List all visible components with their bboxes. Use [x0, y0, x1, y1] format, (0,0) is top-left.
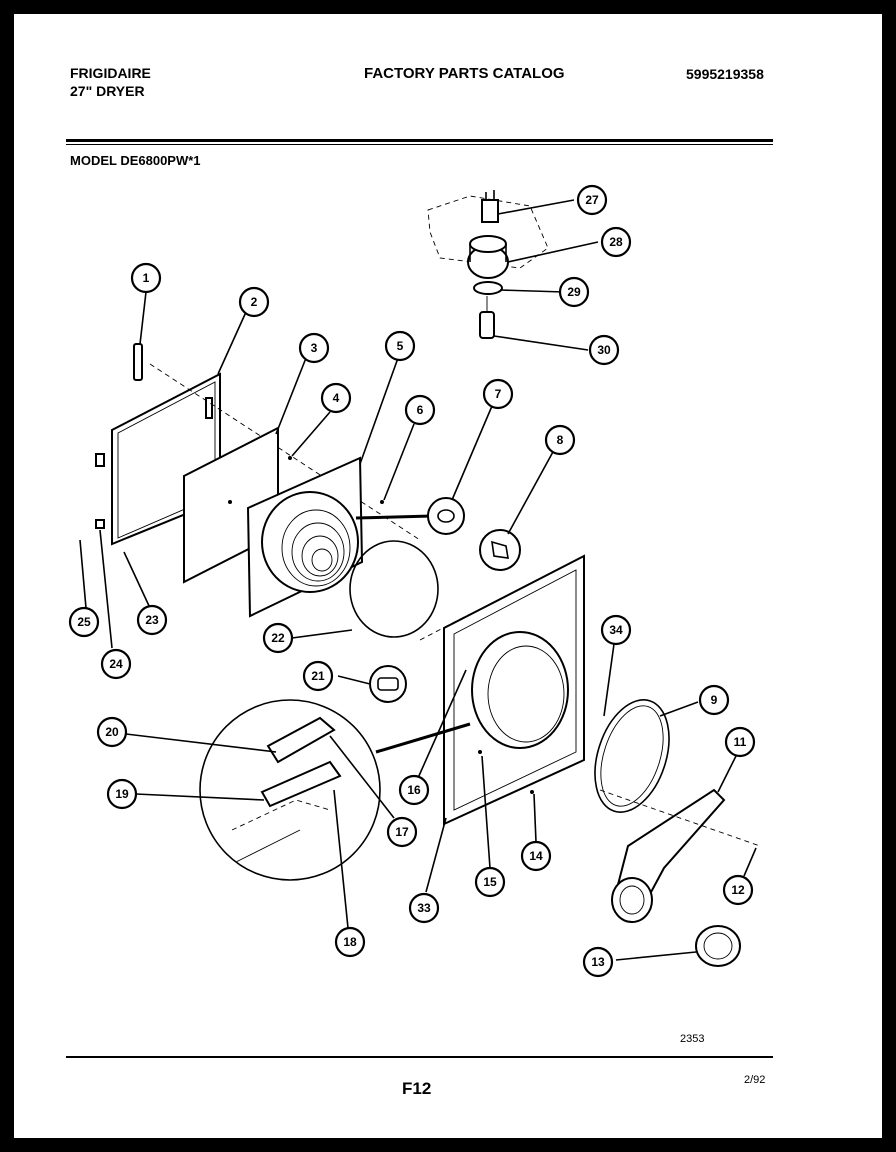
header-rule-thin — [66, 144, 773, 145]
callout-9: 9 — [698, 684, 730, 716]
callout-23: 23 — [136, 604, 168, 636]
svg-text:21: 21 — [311, 669, 325, 683]
callout-29: 29 — [558, 276, 590, 308]
svg-text:34: 34 — [609, 623, 623, 637]
svg-text:33: 33 — [417, 901, 431, 915]
footer-rule — [66, 1056, 773, 1058]
callout-28: 28 — [600, 226, 632, 258]
callout-16: 16 — [398, 774, 430, 806]
svg-text:22: 22 — [271, 631, 285, 645]
front-panel-drawing — [375, 554, 585, 826]
door-seal-drawing — [594, 699, 670, 813]
product-name: 27" DRYER — [70, 83, 145, 99]
callout-25: 25 — [68, 606, 100, 638]
catalog-sheet: FRIGIDAIRE 27" DRYER FACTORY PARTS CATAL… — [14, 14, 882, 1138]
catalog-title: FACTORY PARTS CATALOG — [364, 65, 565, 82]
svg-text:30: 30 — [597, 343, 611, 357]
svg-text:28: 28 — [609, 235, 623, 249]
callout-3: 3 — [298, 332, 330, 364]
callout-22: 22 — [262, 622, 294, 654]
svg-text:9: 9 — [711, 693, 718, 707]
callout-17: 17 — [386, 816, 418, 848]
svg-text:16: 16 — [407, 783, 421, 797]
model-label: MODEL DE6800PW*1 — [70, 153, 201, 168]
svg-text:8: 8 — [557, 433, 564, 447]
header-rule — [66, 139, 773, 142]
svg-text:15: 15 — [483, 875, 497, 889]
svg-text:5: 5 — [397, 339, 404, 353]
callout-4: 4 — [320, 382, 352, 414]
page-number: F12 — [402, 1079, 432, 1098]
svg-text:14: 14 — [529, 849, 543, 863]
leader-lines — [79, 199, 757, 961]
svg-text:27: 27 — [585, 193, 599, 207]
callout-21: 21 — [302, 660, 334, 692]
svg-text:13: 13 — [591, 955, 605, 969]
callout-14: 14 — [520, 840, 552, 872]
svg-text:3: 3 — [311, 341, 318, 355]
brand-name: FRIGIDAIRE — [70, 65, 151, 81]
callout-13: 13 — [582, 946, 614, 978]
svg-text:20: 20 — [105, 725, 119, 739]
svg-text:29: 29 — [567, 285, 581, 299]
door-vent-drawing — [246, 456, 433, 618]
duct-ring-drawing — [695, 925, 741, 967]
drawing-number: 2353 — [680, 1033, 705, 1045]
callout-2: 2 — [238, 286, 270, 318]
callout-1: 1 — [130, 262, 162, 294]
svg-text:12: 12 — [731, 883, 745, 897]
callout-7: 7 — [482, 378, 514, 410]
svg-text:17: 17 — [395, 825, 409, 839]
callout-19: 19 — [106, 778, 138, 810]
exploded-parts-diagram: 1 2 3 4 5 6 7 8 9 11 12 13 14 15 16 17 1… — [68, 184, 761, 978]
svg-text:24: 24 — [109, 657, 123, 671]
catalog-number: 5995219358 — [686, 66, 764, 82]
callout-12: 12 — [722, 874, 754, 906]
svg-text:19: 19 — [115, 787, 129, 801]
svg-text:18: 18 — [343, 935, 357, 949]
svg-text:4: 4 — [333, 391, 340, 405]
door-gasket-drawing — [349, 540, 439, 638]
svg-text:25: 25 — [77, 615, 91, 629]
motor-assembly-drawing — [427, 190, 549, 339]
svg-text:1: 1 — [143, 271, 150, 285]
callout-24: 24 — [100, 648, 132, 680]
callout-15: 15 — [474, 866, 506, 898]
callout-20: 20 — [96, 716, 128, 748]
callout-27: 27 — [576, 184, 608, 216]
callout-8: 8 — [544, 424, 576, 456]
svg-text:23: 23 — [145, 613, 159, 627]
svg-text:6: 6 — [417, 403, 424, 417]
svg-text:7: 7 — [495, 387, 502, 401]
callout-6: 6 — [404, 394, 436, 426]
svg-text:11: 11 — [734, 735, 747, 749]
callout-18: 18 — [334, 926, 366, 958]
detail-magnifier-drawing — [199, 699, 381, 881]
revision-date: 2/92 — [744, 1074, 766, 1086]
callout-5: 5 — [384, 330, 416, 362]
exhaust-duct-drawing — [599, 788, 761, 923]
small-parts-drawing — [369, 497, 521, 703]
callout-34: 34 — [600, 614, 632, 646]
callout-33: 33 — [408, 892, 440, 924]
callout-11: 11 — [724, 726, 756, 758]
callout-30: 30 — [588, 334, 620, 366]
svg-text:2: 2 — [251, 295, 258, 309]
